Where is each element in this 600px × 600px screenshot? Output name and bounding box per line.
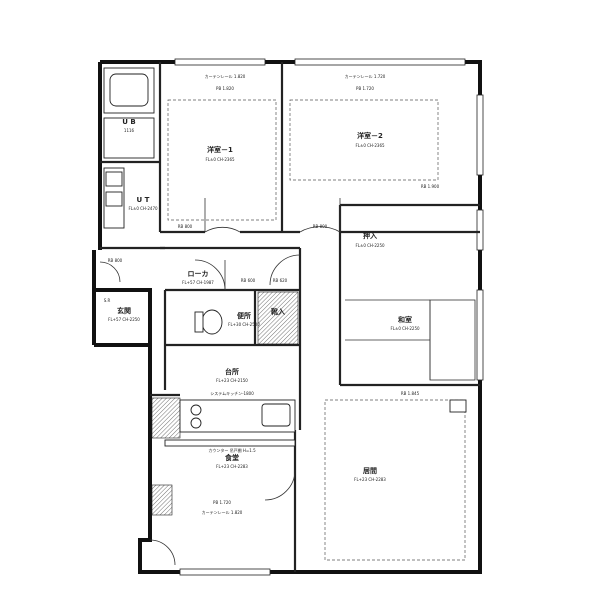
svg-text:RB 600: RB 600 bbox=[241, 278, 256, 283]
washing-area bbox=[103, 167, 125, 229]
dimension-labels: PB 1.820 PB 1.720 カーテンレール 1.820 カーテンレール … bbox=[108, 73, 440, 515]
svg-text:RB 1.845: RB 1.845 bbox=[401, 391, 420, 396]
svg-text:FL+23 CH-2283: FL+23 CH-2283 bbox=[216, 464, 248, 469]
toilet bbox=[194, 309, 223, 335]
svg-text:FL+23 CH-2283: FL+23 CH-2283 bbox=[354, 477, 386, 482]
ceiling-outline-ima bbox=[324, 399, 466, 561]
svg-text:RB 620: RB 620 bbox=[273, 278, 288, 283]
svg-text:RB 1.900: RB 1.900 bbox=[421, 184, 440, 189]
room-label-ub: U B 1116 bbox=[122, 118, 135, 133]
svg-text:FL+23 CH-2150: FL+23 CH-2150 bbox=[216, 378, 248, 383]
svg-text:FL±0 CH-2470: FL±0 CH-2470 bbox=[128, 206, 158, 211]
svg-text:FL±0 CH-2250: FL±0 CH-2250 bbox=[355, 243, 385, 248]
window-bottom bbox=[179, 568, 271, 576]
room-label-daidokoro: 台所 FL+23 CH-2150 システムキッチン-1800 bbox=[210, 367, 254, 396]
ac-unit bbox=[449, 399, 467, 413]
tatami-lines bbox=[345, 299, 476, 381]
counter-shelf bbox=[164, 439, 296, 447]
svg-text:PB 1.720: PB 1.720 bbox=[356, 86, 374, 91]
svg-text:PB 1.820: PB 1.820 bbox=[216, 86, 234, 91]
svg-text:FL+57 CH-1987: FL+57 CH-1987 bbox=[182, 280, 214, 285]
svg-text:居間: 居間 bbox=[363, 466, 377, 475]
room-label-washitsu: 和室 FL±0 CH-2250 bbox=[390, 315, 420, 331]
room-label-oshiire: 押入 FL±0 CH-2250 bbox=[355, 231, 385, 248]
svg-text:RB 800: RB 800 bbox=[108, 258, 123, 263]
window-top-right bbox=[294, 58, 466, 66]
room-label-roka: ローカ FL+57 CH-1987 bbox=[182, 270, 214, 285]
svg-text:FL+30 CH-2500: FL+30 CH-2500 bbox=[228, 322, 260, 327]
room-label-benjo: 便所 FL+30 CH-2500 bbox=[228, 311, 260, 327]
shoe-cabinet bbox=[257, 291, 299, 345]
svg-text:洋室－1: 洋室－1 bbox=[207, 145, 233, 154]
unit-bath bbox=[103, 67, 155, 159]
svg-text:FL±0 CH-2250: FL±0 CH-2250 bbox=[390, 326, 420, 331]
svg-text:PB 1.720: PB 1.720 bbox=[213, 500, 231, 505]
svg-text:U T: U T bbox=[137, 196, 150, 204]
svg-text:玄関: 玄関 bbox=[117, 306, 131, 315]
svg-text:靴入: 靴入 bbox=[271, 307, 285, 316]
kitchen-note: カウンター 吊戸棚 H=1.5 bbox=[208, 447, 256, 453]
room-label-shokudou: 食堂 FL+23 CH-2283 bbox=[216, 453, 248, 469]
svg-text:FL±0 CH-2365: FL±0 CH-2365 bbox=[205, 157, 235, 162]
svg-text:1116: 1116 bbox=[124, 128, 135, 133]
dining-storage-hatch bbox=[151, 484, 173, 516]
room-label-ima: 居間 FL+23 CH-2283 bbox=[354, 466, 386, 482]
room-label-kutsu: 靴入 bbox=[271, 307, 285, 316]
svg-text:システムキッチン-1800: システムキッチン-1800 bbox=[210, 390, 254, 396]
kitchen-counter-hatch bbox=[151, 397, 181, 439]
room-label-youshitsu1: 洋室－1 FL±0 CH-2365 bbox=[205, 145, 235, 162]
window-right-1 bbox=[476, 94, 484, 176]
room-label-genkan: 玄関 FL+57 CH-2250 bbox=[108, 306, 140, 322]
svg-text:和室: 和室 bbox=[397, 315, 412, 324]
svg-text:RB 800: RB 800 bbox=[178, 224, 193, 229]
svg-text:FL+57 CH-2250: FL+57 CH-2250 bbox=[108, 317, 140, 322]
svg-text:U B: U B bbox=[122, 118, 135, 126]
svg-text:食堂: 食堂 bbox=[224, 453, 239, 462]
svg-text:台所: 台所 bbox=[225, 367, 239, 376]
doors bbox=[99, 198, 341, 566]
window-right-3 bbox=[476, 289, 484, 381]
ceiling-outline-1 bbox=[167, 99, 277, 221]
room-label-ut: U T FL±0 CH-2470 bbox=[128, 196, 158, 211]
svg-text:カーテンレール 1.820: カーテンレール 1.820 bbox=[205, 73, 246, 79]
room-label-youshitsu2: 洋室－2 FL±0 CH-2365 bbox=[355, 131, 385, 148]
svg-text:押入: 押入 bbox=[363, 231, 377, 240]
window-top-left bbox=[174, 58, 266, 66]
svg-text:カーテンレール 1.820: カーテンレール 1.820 bbox=[202, 509, 243, 515]
interior-walls bbox=[100, 62, 480, 572]
svg-text:カーテンレール 1.720: カーテンレール 1.720 bbox=[345, 73, 386, 79]
svg-text:洋室－2: 洋室－2 bbox=[357, 131, 383, 140]
svg-text:ローカ: ローカ bbox=[188, 270, 209, 278]
window-right-2 bbox=[476, 209, 484, 251]
system-kitchen bbox=[179, 399, 296, 433]
svg-text:RB 800: RB 800 bbox=[313, 224, 328, 229]
svg-text:FL±0 CH-2365: FL±0 CH-2365 bbox=[355, 143, 385, 148]
ceiling-outline-2 bbox=[289, 99, 439, 181]
shoe-note: S.R bbox=[104, 298, 111, 303]
svg-text:便所: 便所 bbox=[237, 311, 251, 320]
